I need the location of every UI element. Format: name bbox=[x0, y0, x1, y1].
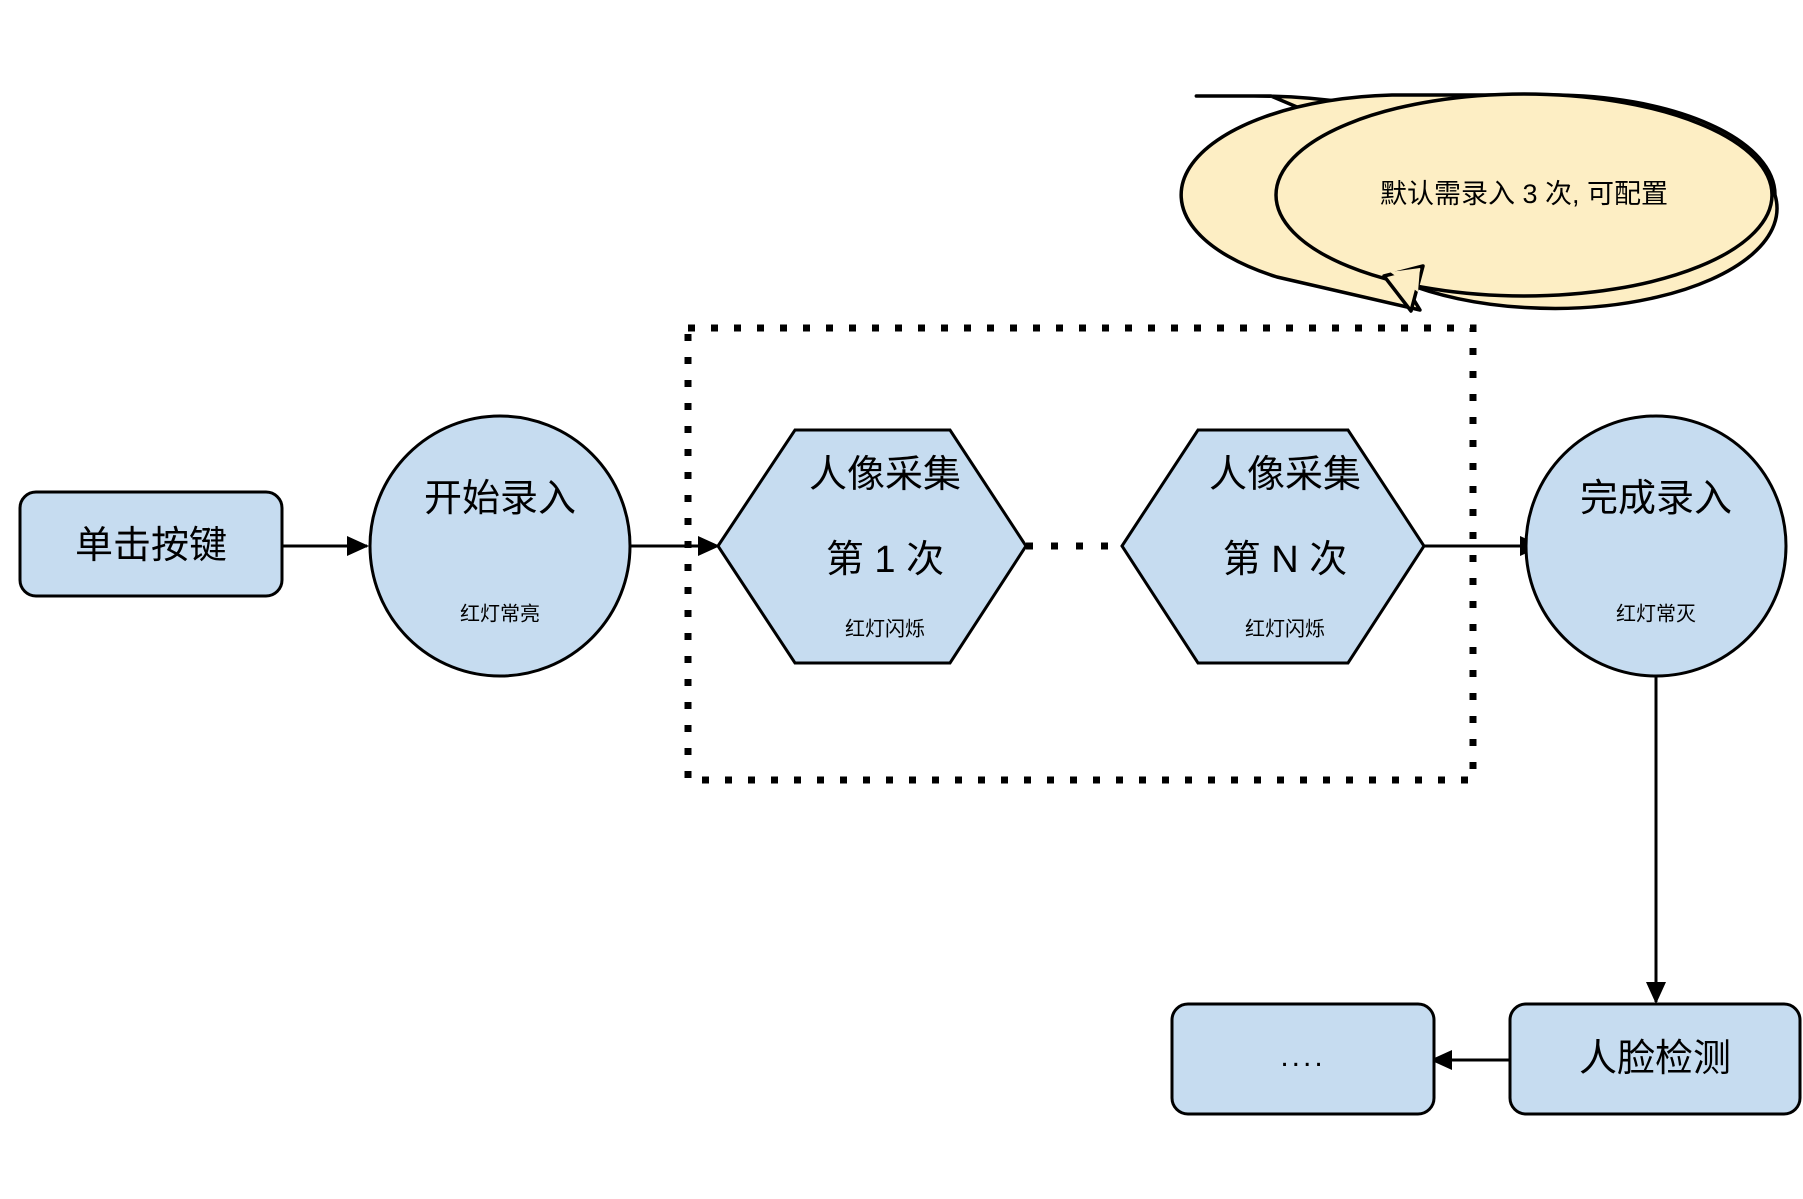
node-finish-enroll[interactable]: 完成录入 红灯常灭 bbox=[1524, 414, 1788, 678]
node-capture-first[interactable]: 人像采集 第 1 次 红灯闪烁 bbox=[716, 428, 1028, 665]
node-capture-first-label-line2: 第 1 次 bbox=[826, 539, 944, 581]
node-more-steps-label: .... bbox=[1280, 1040, 1325, 1073]
node-capture-nth-sublabel: 红灯闪烁 bbox=[1245, 617, 1325, 640]
capture-loop-group-box bbox=[684, 324, 1477, 784]
node-more-steps[interactable]: .... bbox=[1170, 1002, 1436, 1116]
node-click-button[interactable]: 单击按键 bbox=[18, 490, 284, 598]
node-start-enroll-sublabel: 红灯常亮 bbox=[460, 602, 540, 625]
node-capture-nth-label-line1: 人像采集 bbox=[1209, 454, 1361, 496]
node-capture-first-sublabel: 红灯闪烁 bbox=[845, 617, 925, 640]
node-capture-first-label-line1: 人像采集 bbox=[809, 454, 961, 496]
node-face-detect-label: 人脸检测 bbox=[1579, 1038, 1731, 1080]
node-start-enroll-label: 开始录入 bbox=[424, 478, 576, 520]
callout-text: 默认需录入 3 次, 可配置 bbox=[1380, 179, 1668, 209]
node-capture-nth[interactable]: 人像采集 第 N 次 红灯闪烁 bbox=[1120, 428, 1426, 665]
node-capture-nth-label-line2: 第 N 次 bbox=[1223, 539, 1348, 581]
node-click-button-label: 单击按键 bbox=[75, 525, 227, 567]
node-finish-enroll-sublabel: 红灯常灭 bbox=[1616, 602, 1696, 625]
node-finish-enroll-label: 完成录入 bbox=[1580, 478, 1732, 520]
node-start-enroll[interactable]: 开始录入 红灯常亮 bbox=[368, 414, 632, 678]
callout-bubble: 默认需录入 3 次, 可配置 bbox=[1179, 92, 1779, 313]
node-face-detect[interactable]: 人脸检测 bbox=[1508, 1002, 1802, 1116]
